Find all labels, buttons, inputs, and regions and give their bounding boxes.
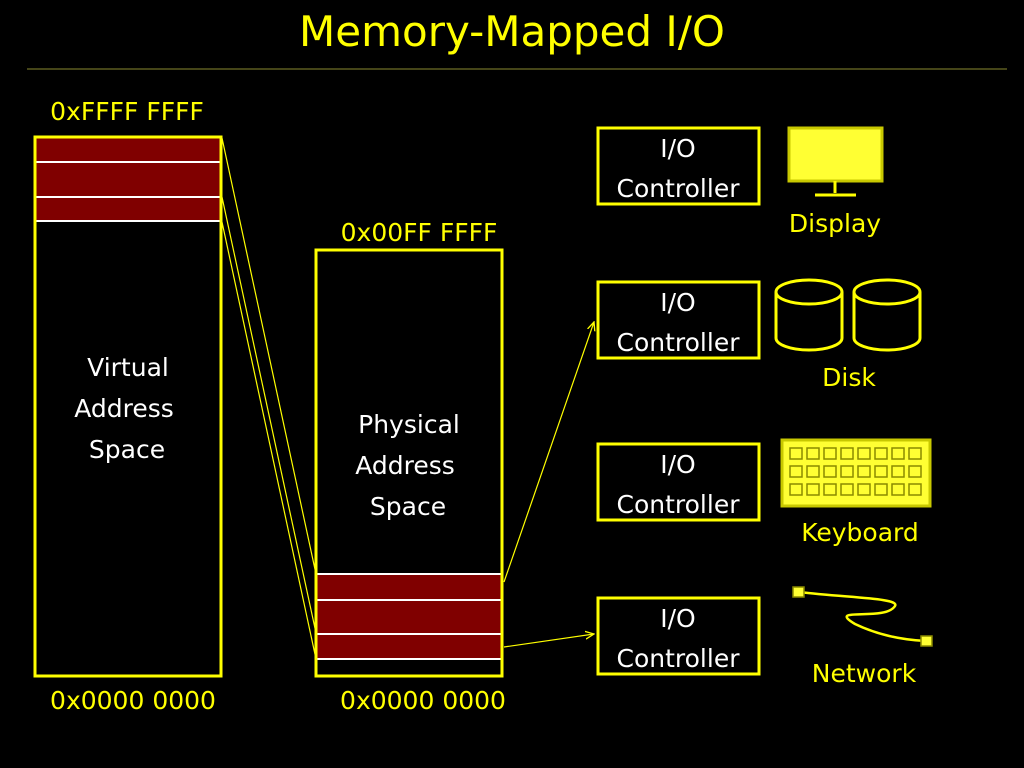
keyboard-key xyxy=(908,483,922,496)
io-controller-keyboard: I/O Controller xyxy=(596,442,761,522)
keyboard-key xyxy=(840,447,854,460)
virtual-mapped-region-3 xyxy=(35,198,221,221)
keyboard-key xyxy=(789,465,803,478)
physical-space-label-3: Space xyxy=(370,492,446,521)
physical-space-box xyxy=(314,248,504,678)
keyboard-key xyxy=(823,483,837,496)
controller-box xyxy=(596,442,761,522)
keyboard-key xyxy=(806,465,820,478)
controller-box xyxy=(596,280,761,360)
keyboard-key xyxy=(823,465,837,478)
keyboard-key xyxy=(857,483,871,496)
keyboard-key xyxy=(891,483,905,496)
controller-box xyxy=(596,596,761,676)
physical-bottom-address: 0x0000 0000 xyxy=(340,686,506,715)
keyboard-key xyxy=(840,465,854,478)
keyboard-key xyxy=(908,447,922,460)
virtual-address-space: Virtual Address Space xyxy=(33,135,223,678)
controller-label-line1: I/O xyxy=(660,134,695,163)
keyboard-key xyxy=(840,483,854,496)
virtual-space-label-3: Space xyxy=(89,435,165,464)
virtual-space-box xyxy=(33,135,223,678)
keyboard-key xyxy=(874,447,888,460)
arrow-to-disk-controller xyxy=(503,322,594,583)
virtual-top-address: 0xFFFF FFFF xyxy=(50,97,204,126)
controller-label-line2: Controller xyxy=(617,490,741,519)
keyboard-key xyxy=(874,465,888,478)
controller-label-line1: I/O xyxy=(660,604,695,633)
keyboard-key xyxy=(874,483,888,496)
physical-mapped-region-2 xyxy=(316,601,502,633)
controller-label-line1: I/O xyxy=(660,288,695,317)
controller-box xyxy=(596,126,761,206)
controller-label-line1: I/O xyxy=(660,450,695,479)
network-cable-icon xyxy=(792,586,933,647)
keyboard-icon xyxy=(780,438,932,508)
physical-space-label-1: Physical xyxy=(358,410,460,439)
keyboard-key xyxy=(789,483,803,496)
virtual-mapped-region-1 xyxy=(35,137,221,161)
monitor-icon xyxy=(787,126,884,197)
slide-title: Memory-Mapped I/O xyxy=(299,7,725,56)
physical-mapped-region-3 xyxy=(316,635,502,659)
physical-top-address: 0x00FF FFFF xyxy=(341,218,498,247)
device-label-disk: Disk xyxy=(822,363,876,392)
physical-mapped-region-1 xyxy=(316,575,502,599)
device-label-network: Network xyxy=(812,659,917,688)
keyboard-key xyxy=(908,465,922,478)
keyboard-key xyxy=(789,447,803,460)
controller-label-line2: Controller xyxy=(617,644,741,673)
keyboard-key xyxy=(857,465,871,478)
keyboard-key xyxy=(823,447,837,460)
device-label-display: Display xyxy=(789,209,881,238)
controller-label-line2: Controller xyxy=(617,174,741,203)
keyboard-key xyxy=(806,447,820,460)
controller-label-line2: Controller xyxy=(617,328,741,357)
io-controller-display: I/O Controller xyxy=(596,126,761,206)
keyboard-key xyxy=(857,447,871,460)
virtual-space-label-1: Virtual xyxy=(87,353,169,382)
controller-arrows xyxy=(503,322,594,648)
virtual-space-label-2: Address xyxy=(74,394,174,423)
keyboard-key xyxy=(806,483,820,496)
device-label-keyboard: Keyboard xyxy=(801,518,919,547)
keyboard-key xyxy=(891,447,905,460)
physical-address-space: Physical Address Space xyxy=(314,248,504,678)
virtual-bottom-address: 0x0000 0000 xyxy=(50,686,216,715)
arrow-to-network-controller xyxy=(503,634,594,648)
disk-icon xyxy=(774,278,922,352)
physical-space-label-2: Address xyxy=(355,451,455,480)
mapping-lines xyxy=(221,137,317,660)
virtual-mapped-region-2 xyxy=(35,163,221,196)
keyboard-key xyxy=(891,465,905,478)
io-controller-network: I/O Controller xyxy=(596,596,761,676)
io-controller-disk: I/O Controller xyxy=(596,280,761,360)
